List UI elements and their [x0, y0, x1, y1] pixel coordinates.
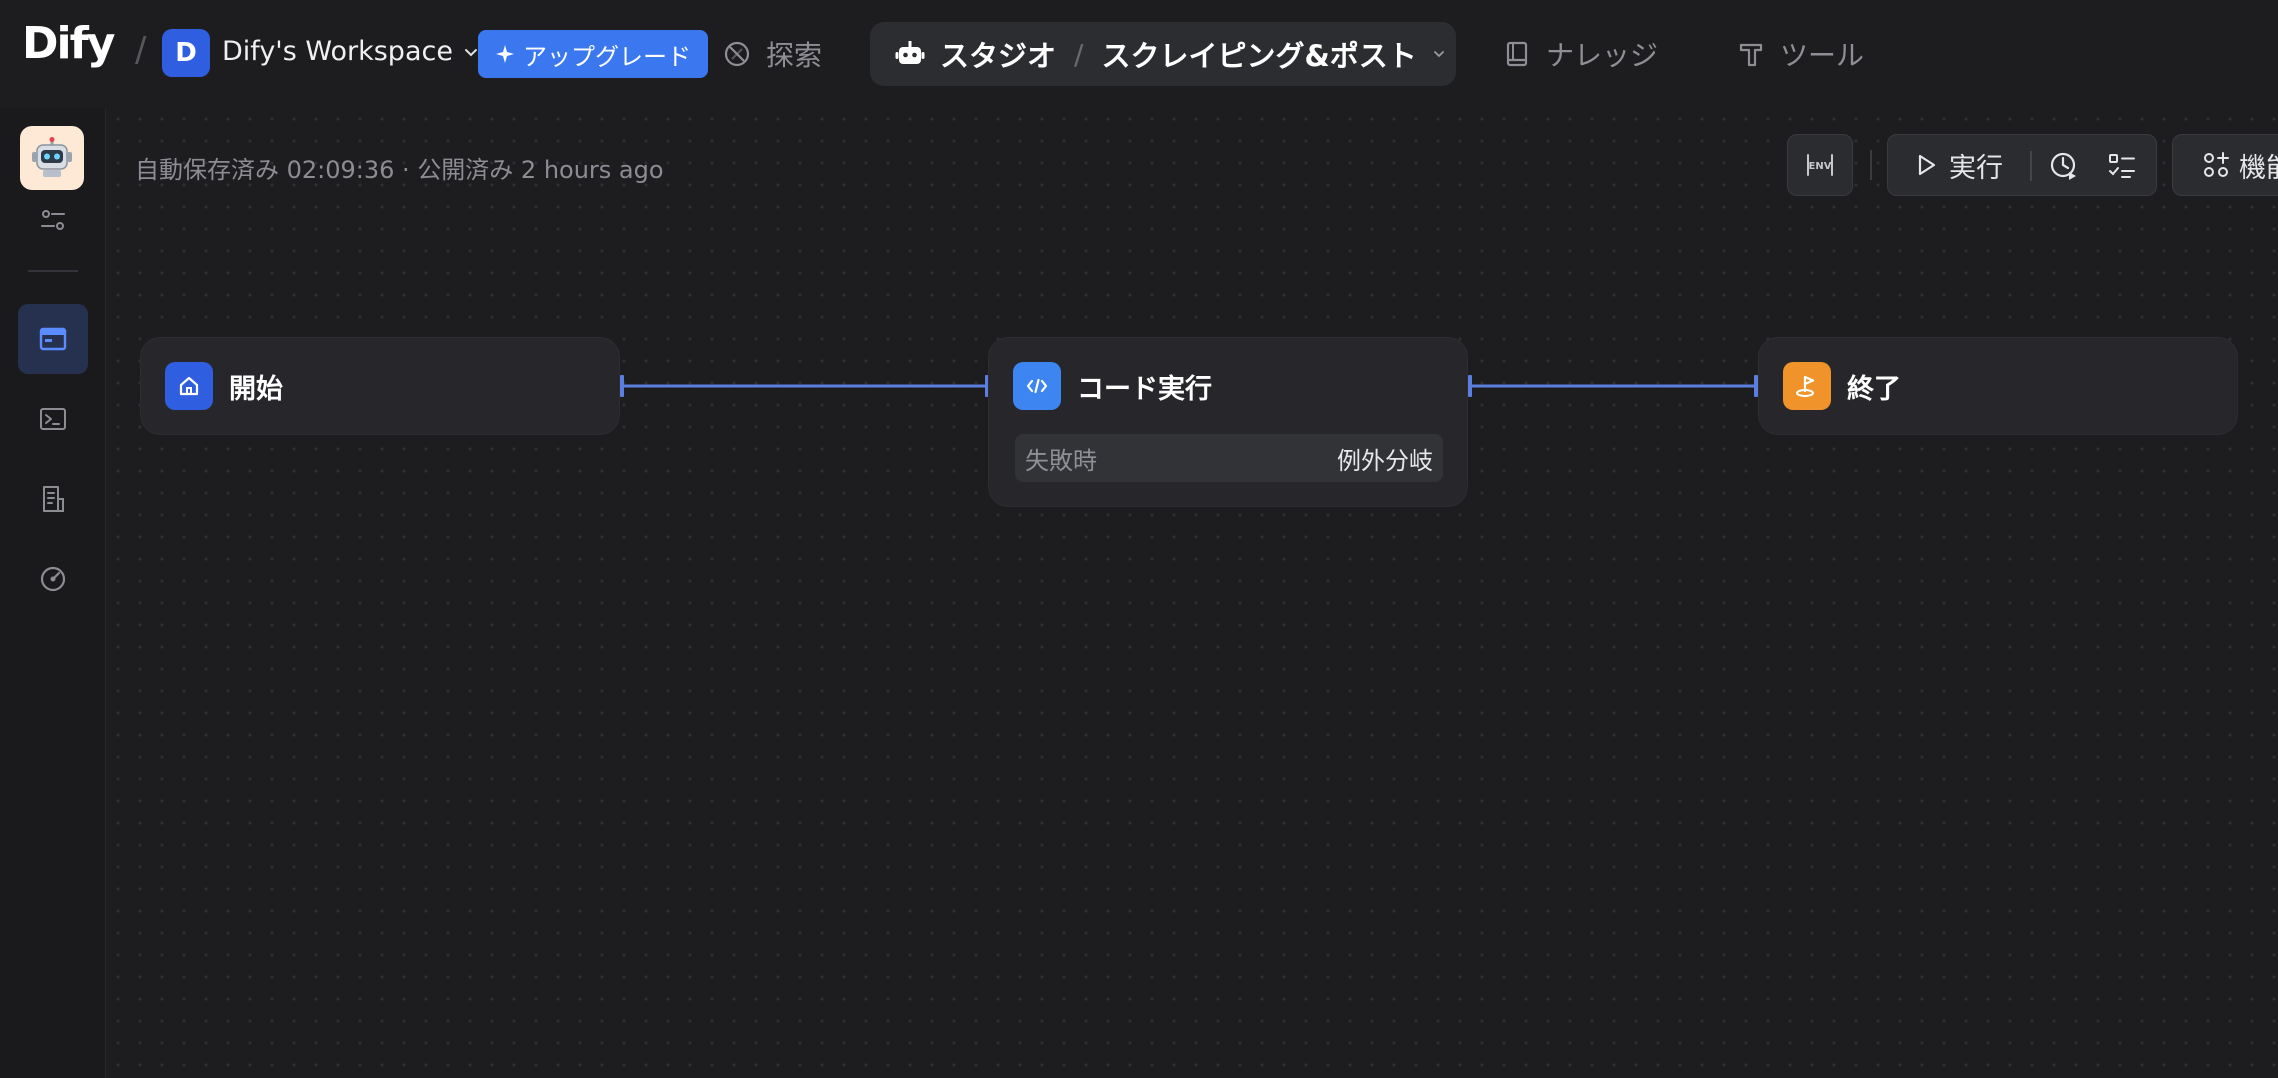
play-icon	[1918, 154, 1936, 176]
hammer-icon	[1739, 43, 1763, 67]
node-start-title: 開始	[229, 373, 283, 405]
nav-explore-label: 探索	[766, 39, 823, 72]
compass-icon	[724, 41, 750, 67]
sidebar-divider	[28, 270, 78, 272]
node-end-title: 終了	[1847, 373, 1901, 405]
robot-icon	[895, 41, 925, 64]
document-list-icon	[43, 486, 64, 512]
nav-knowledge[interactable]: ナレッジ	[1502, 30, 1658, 78]
top-bar: Dify / D Dify's Workspace アップグレード 探索	[0, 0, 2278, 108]
node-code-title: コード実行	[1077, 373, 1212, 405]
error-handling-row[interactable]: 失敗時 例外分岐	[1015, 434, 1443, 482]
sliders-icon	[41, 210, 65, 230]
run-label: 実行	[1949, 152, 2003, 184]
workspace-name: Dify's Workspace	[222, 36, 453, 67]
node-code[interactable]: コード実行 失敗時 例外分岐	[988, 337, 1468, 507]
breadcrumb-separator: /	[135, 30, 147, 70]
finish-flag-icon	[1783, 362, 1831, 410]
sparkle-icon	[496, 45, 514, 63]
env-label: ENV	[1809, 161, 1832, 172]
upgrade-label: アップグレード	[523, 42, 691, 71]
nav-tools[interactable]: ツール	[1736, 30, 1864, 78]
breadcrumb-separator: /	[1074, 37, 1084, 71]
upgrade-button[interactable]: アップグレード	[478, 30, 708, 78]
node-end-header: 終了	[1783, 362, 1901, 410]
sidebar-item-api[interactable]	[18, 384, 88, 454]
nav-explore[interactable]: 探索	[722, 30, 822, 78]
window-icon	[39, 327, 67, 351]
code-icon	[1013, 362, 1061, 410]
node-end[interactable]: 終了	[1758, 337, 2238, 435]
dify-logo[interactable]: Dify	[22, 18, 115, 69]
app-avatar[interactable]	[20, 126, 84, 190]
robot-emoji-icon	[32, 137, 72, 177]
node-start-header: 開始	[165, 362, 283, 410]
sidebar-item-logs[interactable]	[18, 464, 88, 534]
checklist-icon[interactable]	[2105, 149, 2139, 183]
nav-knowledge-label: ナレッジ	[1546, 39, 1659, 72]
app-sidebar	[0, 108, 106, 1078]
sidebar-item-monitoring[interactable]	[18, 544, 88, 614]
run-button[interactable]: 実行	[1888, 135, 2028, 195]
node-code-header: コード実行	[1013, 362, 1212, 410]
workspace-avatar[interactable]: D	[162, 29, 210, 77]
features-button[interactable]: 機能	[2172, 134, 2278, 196]
home-icon	[165, 362, 213, 410]
env-icon: ENV	[1807, 154, 1833, 176]
book-icon	[1506, 41, 1528, 67]
save-status: 自動保存済み 02:09:36 · 公開済み 2 hours ago	[135, 156, 664, 184]
nav-studio-breadcrumb[interactable]: スタジオ / スクレイピング&ポスト	[870, 22, 1456, 86]
run-toolbar-group: 実行	[1887, 134, 2157, 196]
app-name: スクレイピング&ポスト	[1101, 39, 1417, 73]
node-start[interactable]: 開始	[140, 337, 620, 435]
gauge-icon	[40, 566, 66, 592]
workspace-switcher[interactable]: Dify's Workspace	[222, 36, 479, 67]
fail-value: 例外分岐	[1337, 446, 1433, 475]
app-settings-button[interactable]	[18, 192, 88, 248]
toolbar-divider	[1870, 150, 1872, 180]
sidebar-item-orchestrate[interactable]	[18, 304, 88, 374]
chevron-down-icon	[1433, 51, 1444, 58]
chevron-down-icon	[464, 48, 477, 56]
toolbar-divider	[2030, 151, 2032, 181]
features-label: 機能	[2239, 152, 2278, 184]
env-variables-button[interactable]: ENV	[1787, 134, 1853, 196]
workflow-canvas[interactable]	[107, 108, 2278, 1078]
apps-add-icon	[2204, 152, 2229, 177]
nav-tools-label: ツール	[1780, 39, 1865, 72]
fail-label: 失敗時	[1025, 446, 1097, 475]
terminal-icon	[40, 408, 66, 430]
history-icon[interactable]	[2047, 149, 2081, 183]
nav-studio-label: スタジオ	[940, 39, 1057, 73]
